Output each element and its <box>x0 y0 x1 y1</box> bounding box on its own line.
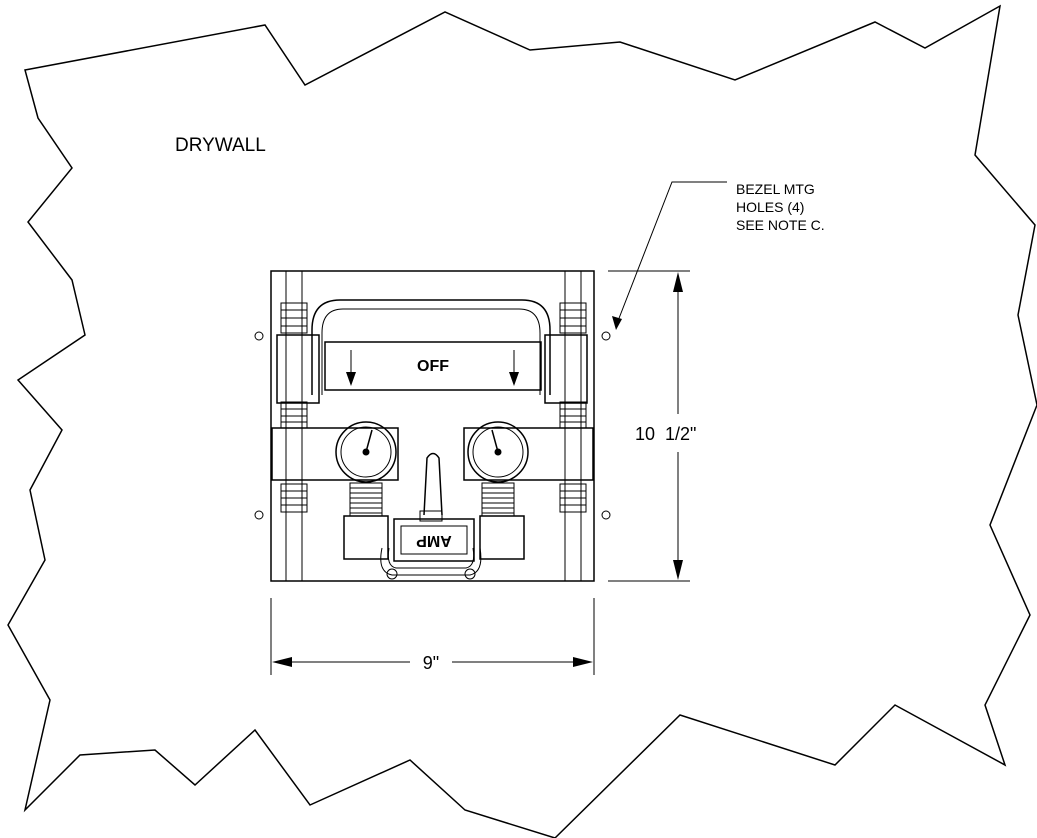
flow-arrow-icon <box>346 350 356 386</box>
flow-arrow-icon <box>509 350 519 386</box>
drywall-outline <box>7 4 1037 838</box>
callout-leader <box>612 181 727 330</box>
right-gauge-icon <box>467 421 529 483</box>
mounting-hole-icon <box>601 331 611 341</box>
lower-left-block <box>343 515 389 560</box>
alarm-switch <box>380 452 482 580</box>
amp-plug-inner <box>400 525 468 555</box>
left-manifold-bar <box>271 427 399 481</box>
drywall-label: DRYWALL <box>175 135 266 156</box>
mounting-hole-icon <box>254 331 264 341</box>
amp-plug <box>393 518 475 562</box>
right-pipe <box>559 271 587 581</box>
mounting-hole-icon <box>254 510 264 520</box>
off-band <box>324 341 542 391</box>
bezel-panel <box>270 270 595 582</box>
right-manifold-bar <box>463 427 594 481</box>
valve-handle <box>311 299 551 395</box>
height-dimension-label: 10 1/2" <box>635 424 696 444</box>
callout-line-3: SEE NOTE C. <box>736 217 825 233</box>
right-gauge-spring <box>481 482 515 517</box>
off-label: OFF <box>417 358 449 375</box>
left-pipe <box>280 271 308 581</box>
height-dimension <box>608 270 690 582</box>
width-dimension-label: 9" <box>423 653 439 673</box>
mounting-hole-icon <box>601 510 611 520</box>
left-gauge-spring <box>349 482 383 517</box>
upper-left-valve-block <box>276 334 320 404</box>
left-gauge-icon <box>335 421 397 483</box>
amp-label: AMP <box>416 532 452 549</box>
upper-right-valve-block <box>544 334 588 404</box>
callout-line-1: BEZEL MTG <box>736 181 815 197</box>
width-dimension <box>270 598 595 675</box>
mounting-holes <box>254 331 611 520</box>
lower-right-block <box>479 515 525 560</box>
callout-line-2: HOLES (4) <box>736 199 804 215</box>
